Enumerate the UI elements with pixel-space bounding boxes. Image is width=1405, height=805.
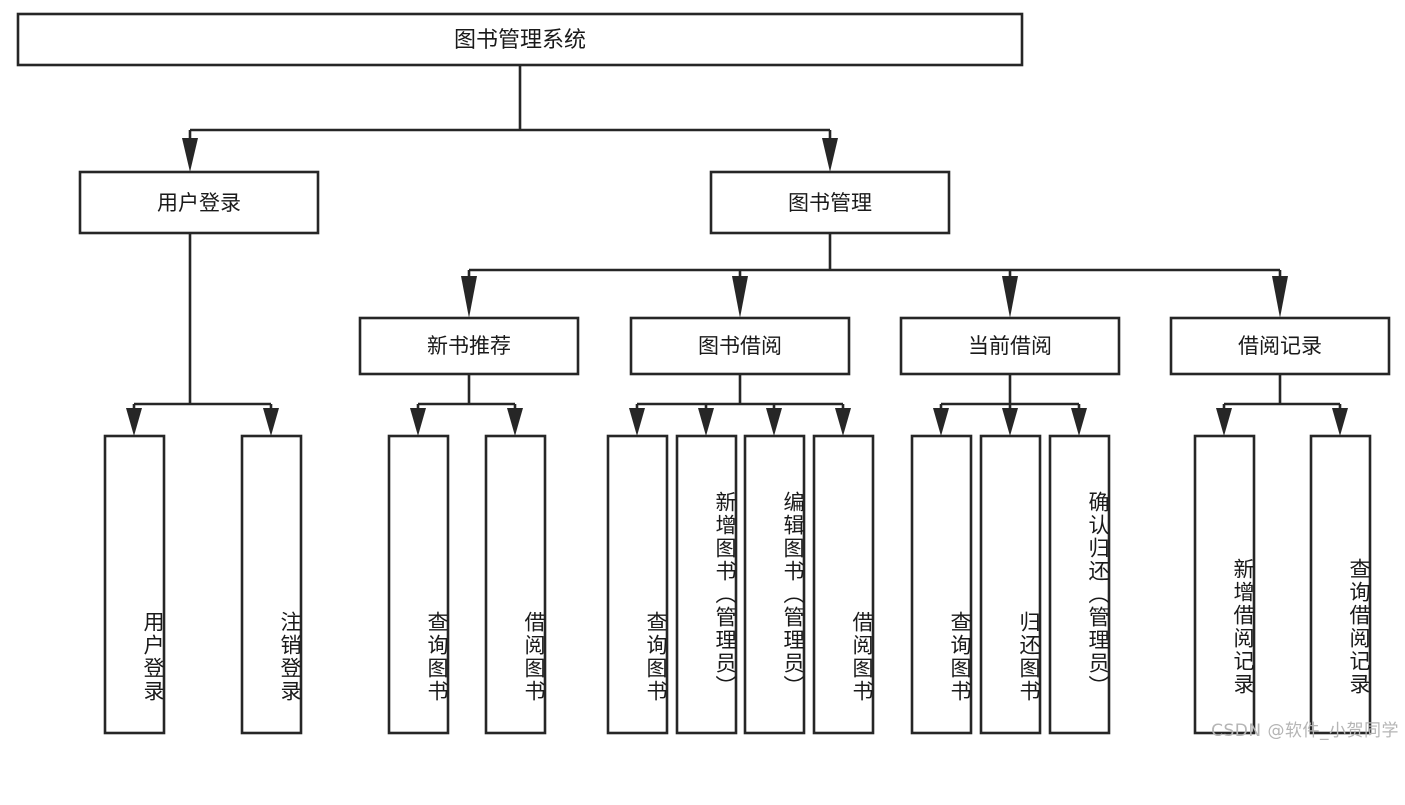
arrow-head-icon [263,408,279,436]
arrow-head-icon [1002,408,1018,436]
arrow-head-icon [461,276,477,318]
leaf-box-newbook-query[interactable] [387,434,450,735]
node-book-borrow[interactable]: 图书借阅 [629,316,851,376]
node-user-login-label: 用户登录 [157,191,241,215]
arrow-head-icon [732,276,748,318]
leaf-box-bookborrow-query[interactable] [606,434,669,735]
leaf-box-bookborrow-borrow[interactable] [812,434,875,735]
leaf-box-currentborrow-query[interactable] [910,434,973,735]
flowchart-svg: 图书管理系统 用户登录 图书管理 新书推荐 图书借阅 当前借阅 借阅记录 [16,12,1391,735]
node-current-borrow-label: 当前借阅 [968,334,1052,358]
watermark-text: CSDN @软件_小贺同学 [1211,721,1399,741]
arrow-head-icon [1216,408,1232,436]
leaf-box-bookborrow-add[interactable] [675,434,738,735]
node-borrow-record-box[interactable] [1169,316,1391,376]
arrow-head-icon [766,408,782,436]
arrow-head-icon [835,408,851,436]
arrow-head-icon [1332,408,1348,436]
arrow-head-icon [182,138,198,172]
arrow-head-icon [1071,408,1087,436]
arrow-head-icon [1272,276,1288,318]
node-root[interactable]: 图书管理系统 [16,12,1024,67]
arrow-head-icon [507,408,523,436]
node-book-management-box[interactable] [709,170,951,235]
arrow-head-icon [698,408,714,436]
node-borrow-record[interactable]: 借阅记录 [1169,316,1391,376]
arrow-head-icon [1002,276,1018,318]
node-current-borrow[interactable]: 当前借阅 [899,316,1121,376]
leaf-box-borrowrecord-query[interactable] [1309,434,1372,735]
arrow-head-icon [629,408,645,436]
node-new-book-recommend-label: 新书推荐 [427,334,511,358]
leaf-box-currentborrow-confirm[interactable] [1048,434,1111,735]
arrow-head-icon [822,138,838,172]
arrow-head-icon [126,408,142,436]
connector-group [126,65,1348,436]
node-book-borrow-label: 图书借阅 [698,334,782,358]
leaf-box-currentborrow-return[interactable] [979,434,1042,735]
arrow-head-icon [410,408,426,436]
leaf-box-borrowrecord-add[interactable] [1193,434,1256,735]
leaf-box-bookborrow-edit[interactable] [743,434,806,735]
leaf-box-newbook-borrow[interactable] [484,434,547,735]
arrow-head-icon [933,408,949,436]
node-user-login-box[interactable] [78,170,320,235]
diagram-canvas: 图书管理系统 用户登录 图书管理 新书推荐 图书借阅 当前借阅 借阅记录 [16,12,1399,741]
node-root-label: 图书管理系统 [454,28,586,53]
node-root-box[interactable] [16,12,1024,67]
node-new-book-recommend[interactable]: 新书推荐 [358,316,580,376]
node-borrow-record-label: 借阅记录 [1238,334,1322,358]
node-user-login[interactable]: 用户登录 [78,170,320,235]
node-new-book-recommend-box[interactable] [358,316,580,376]
node-book-borrow-box[interactable] [629,316,851,376]
node-book-management[interactable]: 图书管理 [709,170,951,235]
node-current-borrow-box[interactable] [899,316,1121,376]
leaf-box-user-login-logout[interactable] [240,434,303,735]
leaf-box-user-login-login[interactable] [103,434,166,735]
node-book-management-label: 图书管理 [788,191,872,215]
